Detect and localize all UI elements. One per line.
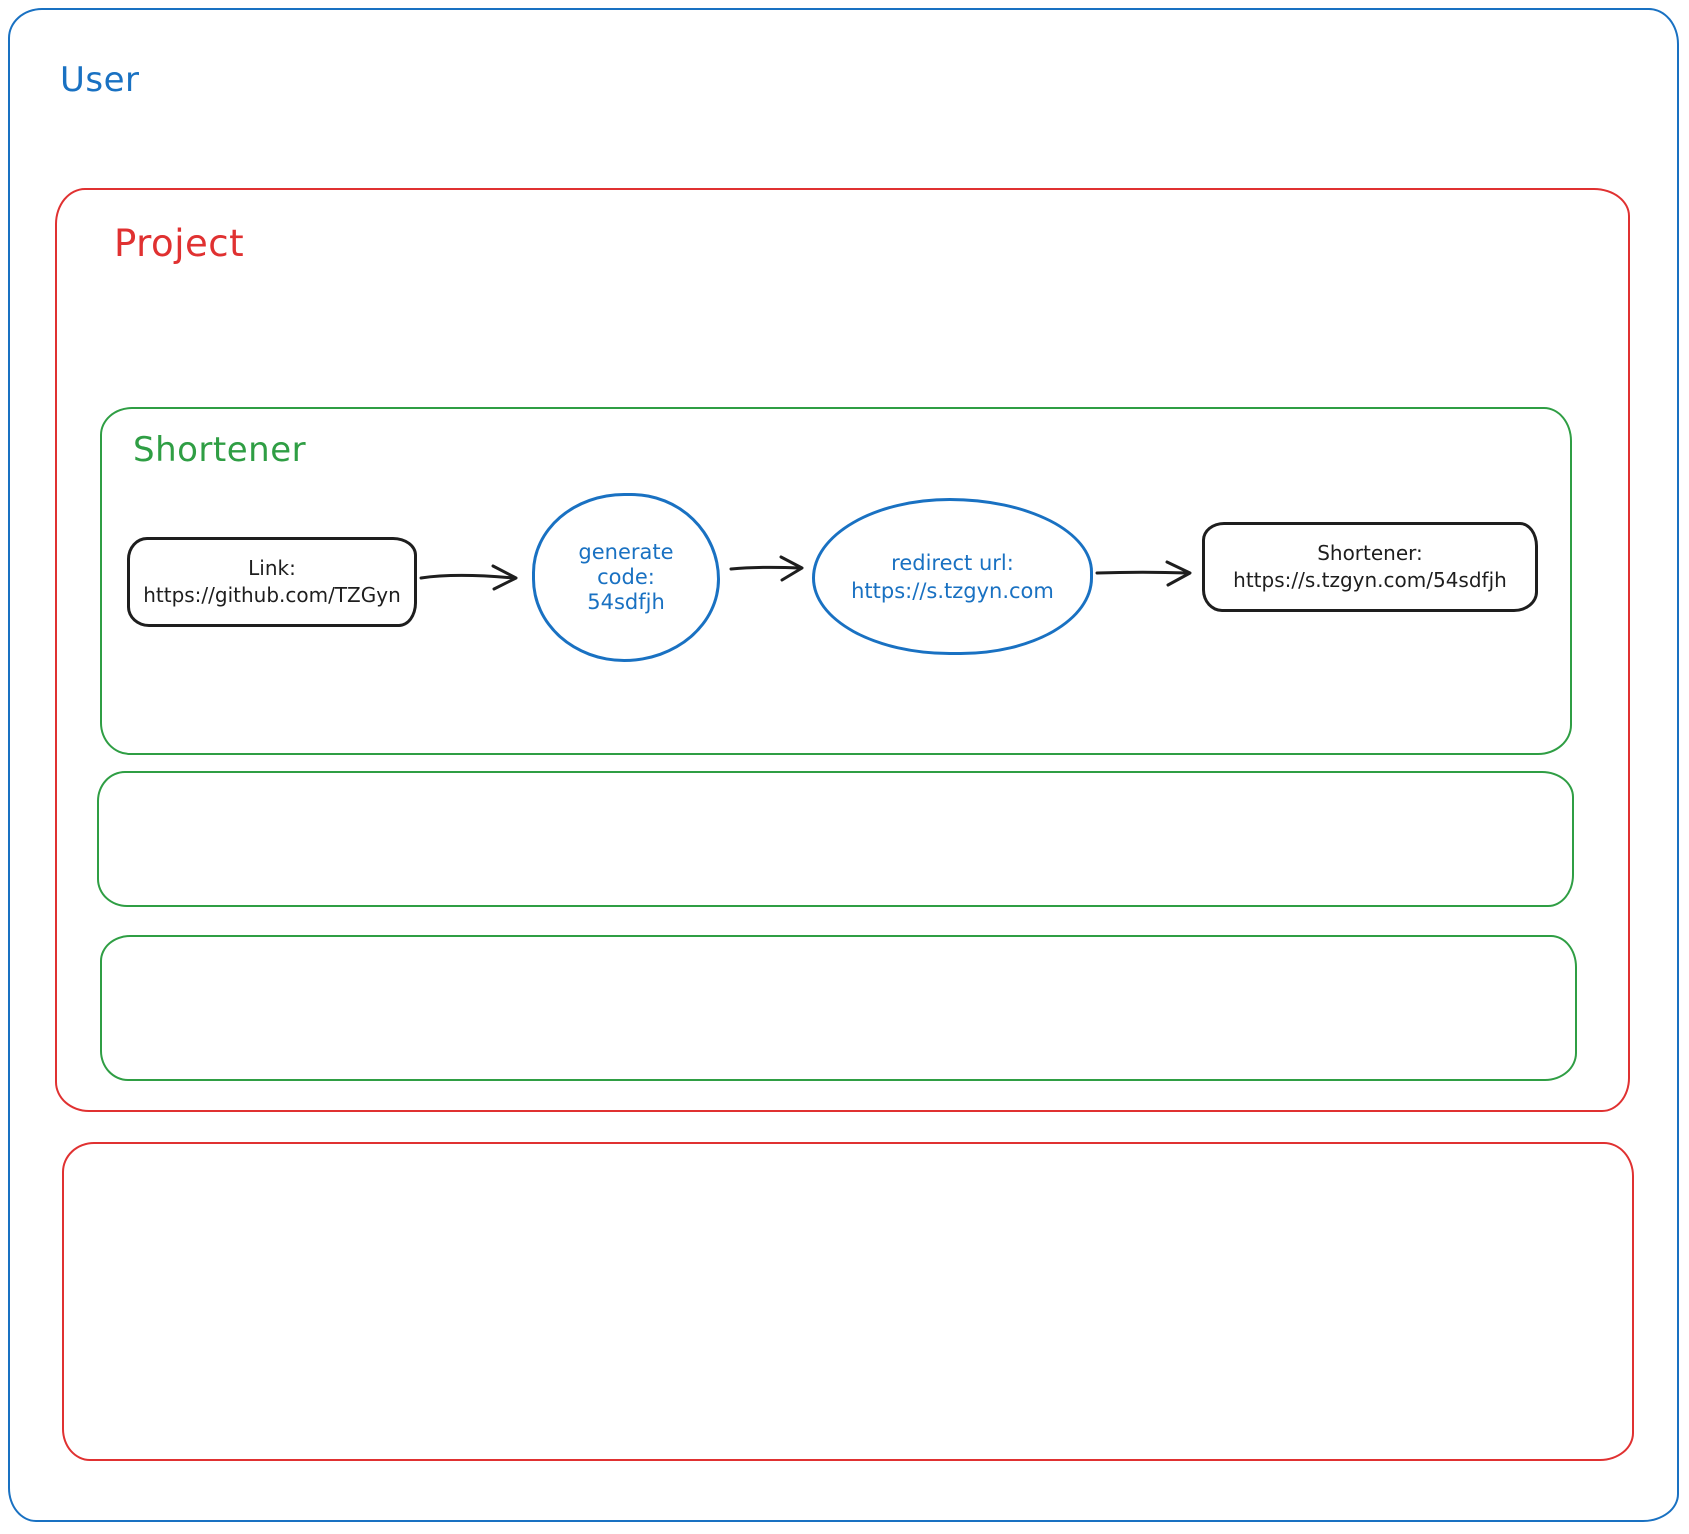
shortener-container-box bbox=[100, 407, 1572, 755]
project-label: Project bbox=[114, 222, 245, 265]
link-node: Link: https://github.com/TZGyn bbox=[127, 537, 417, 627]
generate-node-line3: 54sdfjh bbox=[587, 590, 665, 614]
result-node-title: Shortener: bbox=[1317, 541, 1423, 565]
redirect-node-line1: redirect url: bbox=[891, 550, 1014, 575]
arrow-right-icon bbox=[1095, 560, 1192, 587]
empty-green-row-box-1 bbox=[97, 771, 1574, 907]
generate-node-line1: generate bbox=[578, 540, 674, 564]
link-node-url: https://github.com/TZGyn bbox=[143, 583, 401, 607]
user-container-box bbox=[8, 8, 1679, 1522]
empty-green-row-box-2 bbox=[100, 935, 1577, 1081]
generate-node-line2: code: bbox=[597, 565, 655, 589]
redirect-node-line2: https://s.tzgyn.com bbox=[851, 578, 1054, 603]
generate-code-node: generate code: 54sdfjh bbox=[532, 493, 720, 662]
empty-red-project-box bbox=[62, 1142, 1634, 1461]
arrow-right-icon bbox=[419, 564, 518, 591]
redirect-url-node: redirect url: https://s.tzgyn.com bbox=[812, 498, 1093, 655]
arrow-right-icon bbox=[729, 555, 804, 582]
link-node-title: Link: bbox=[248, 556, 296, 580]
shortener-label: Shortener bbox=[133, 430, 307, 470]
project-container-box bbox=[55, 188, 1630, 1112]
user-label: User bbox=[60, 60, 140, 100]
result-node-url: https://s.tzgyn.com/54sdfjh bbox=[1233, 568, 1507, 592]
shortener-result-node: Shortener: https://s.tzgyn.com/54sdfjh bbox=[1202, 522, 1538, 612]
